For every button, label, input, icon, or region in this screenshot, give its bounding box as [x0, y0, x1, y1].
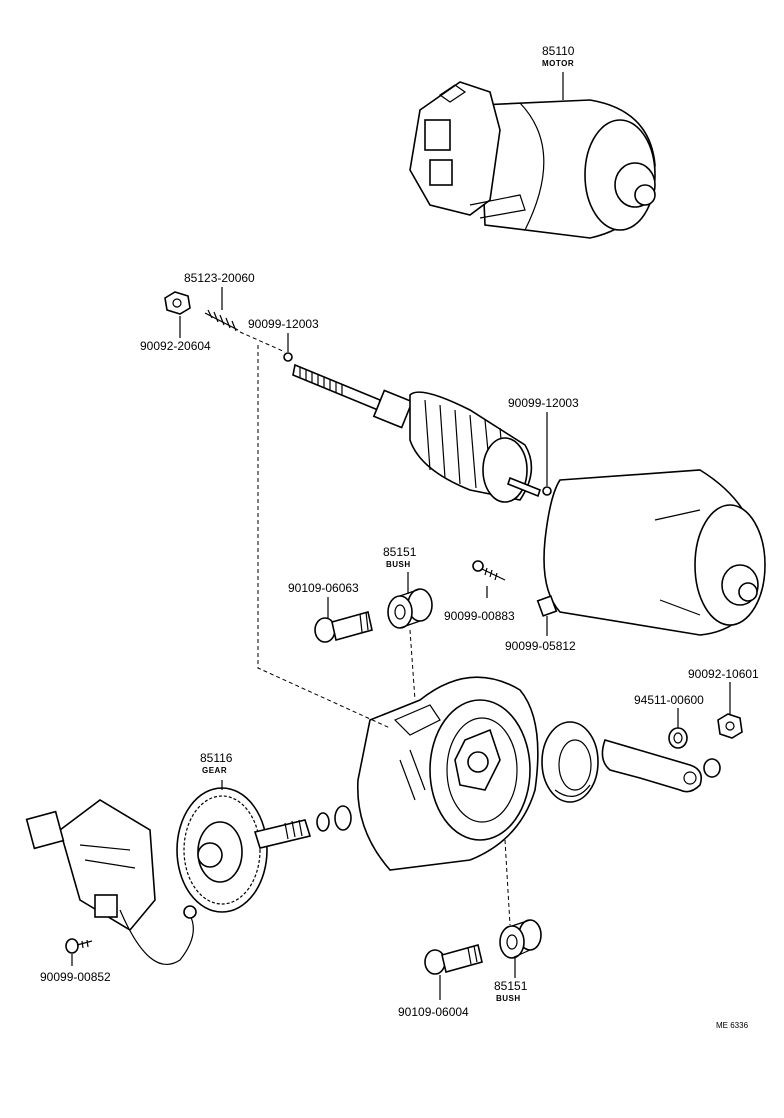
label-spring: 85123-20060: [184, 271, 255, 285]
label-washer-right: 94511-00600: [634, 693, 704, 707]
screw-90099-00852: [65, 938, 93, 954]
label-nut-right: 90092-10601: [688, 667, 759, 681]
spring-85123: [204, 309, 239, 332]
assembly-line-spring: [239, 331, 286, 353]
bush-85151-bottom: [499, 919, 542, 959]
screw-90099-00883: [472, 560, 506, 581]
nut-90092-20604: [164, 291, 191, 315]
label-bush-top-number: 85151: [383, 545, 417, 559]
label-motor-number: 85110: [542, 44, 575, 58]
armature: [283, 352, 552, 503]
label-screw-bottom-left: 90099-00852: [40, 970, 111, 984]
screw-90109-06004: [424, 944, 483, 975]
label-ring-top: 90099-12003: [248, 317, 319, 331]
assembly-line-bush-bottom: [504, 839, 511, 926]
washer-94511-00600: [668, 727, 688, 749]
label-ring-right: 90099-12003: [508, 396, 579, 410]
label-nut-top: 90092-20604: [140, 339, 211, 353]
label-screw-small: 90099-00883: [444, 609, 515, 623]
assembly-line-bush-top: [409, 629, 416, 701]
label-screw-bottom: 90109-06004: [398, 1005, 469, 1019]
clip-90099-05812: [536, 595, 558, 617]
label-bush-bottom-number: 85151: [494, 979, 528, 993]
screw-90109-06063: [314, 611, 373, 643]
crank-arm: [601, 739, 721, 793]
label-bush-top-name: BUSH: [386, 560, 411, 569]
gear-housing: [356, 676, 539, 871]
label-gear-name: GEAR: [202, 766, 227, 775]
yoke-housing: [543, 469, 766, 636]
label-drawing-code: ME 6336: [716, 1021, 749, 1030]
nut-90092-10601: [717, 713, 743, 739]
label-bush-bottom-name: BUSH: [496, 994, 521, 1003]
label-clip: 90099-05812: [505, 639, 576, 653]
bush-85151-top: [387, 588, 433, 629]
motor-assembly: [409, 81, 656, 239]
label-motor-name: MOTOR: [542, 59, 574, 68]
label-screw-left: 90109-06063: [288, 581, 359, 595]
crank-bearing: [541, 721, 599, 803]
gear-85116: [176, 787, 352, 913]
label-gear-number: 85116: [200, 751, 233, 765]
assembly-line-left: [257, 345, 391, 729]
switch-plate: [25, 799, 197, 965]
